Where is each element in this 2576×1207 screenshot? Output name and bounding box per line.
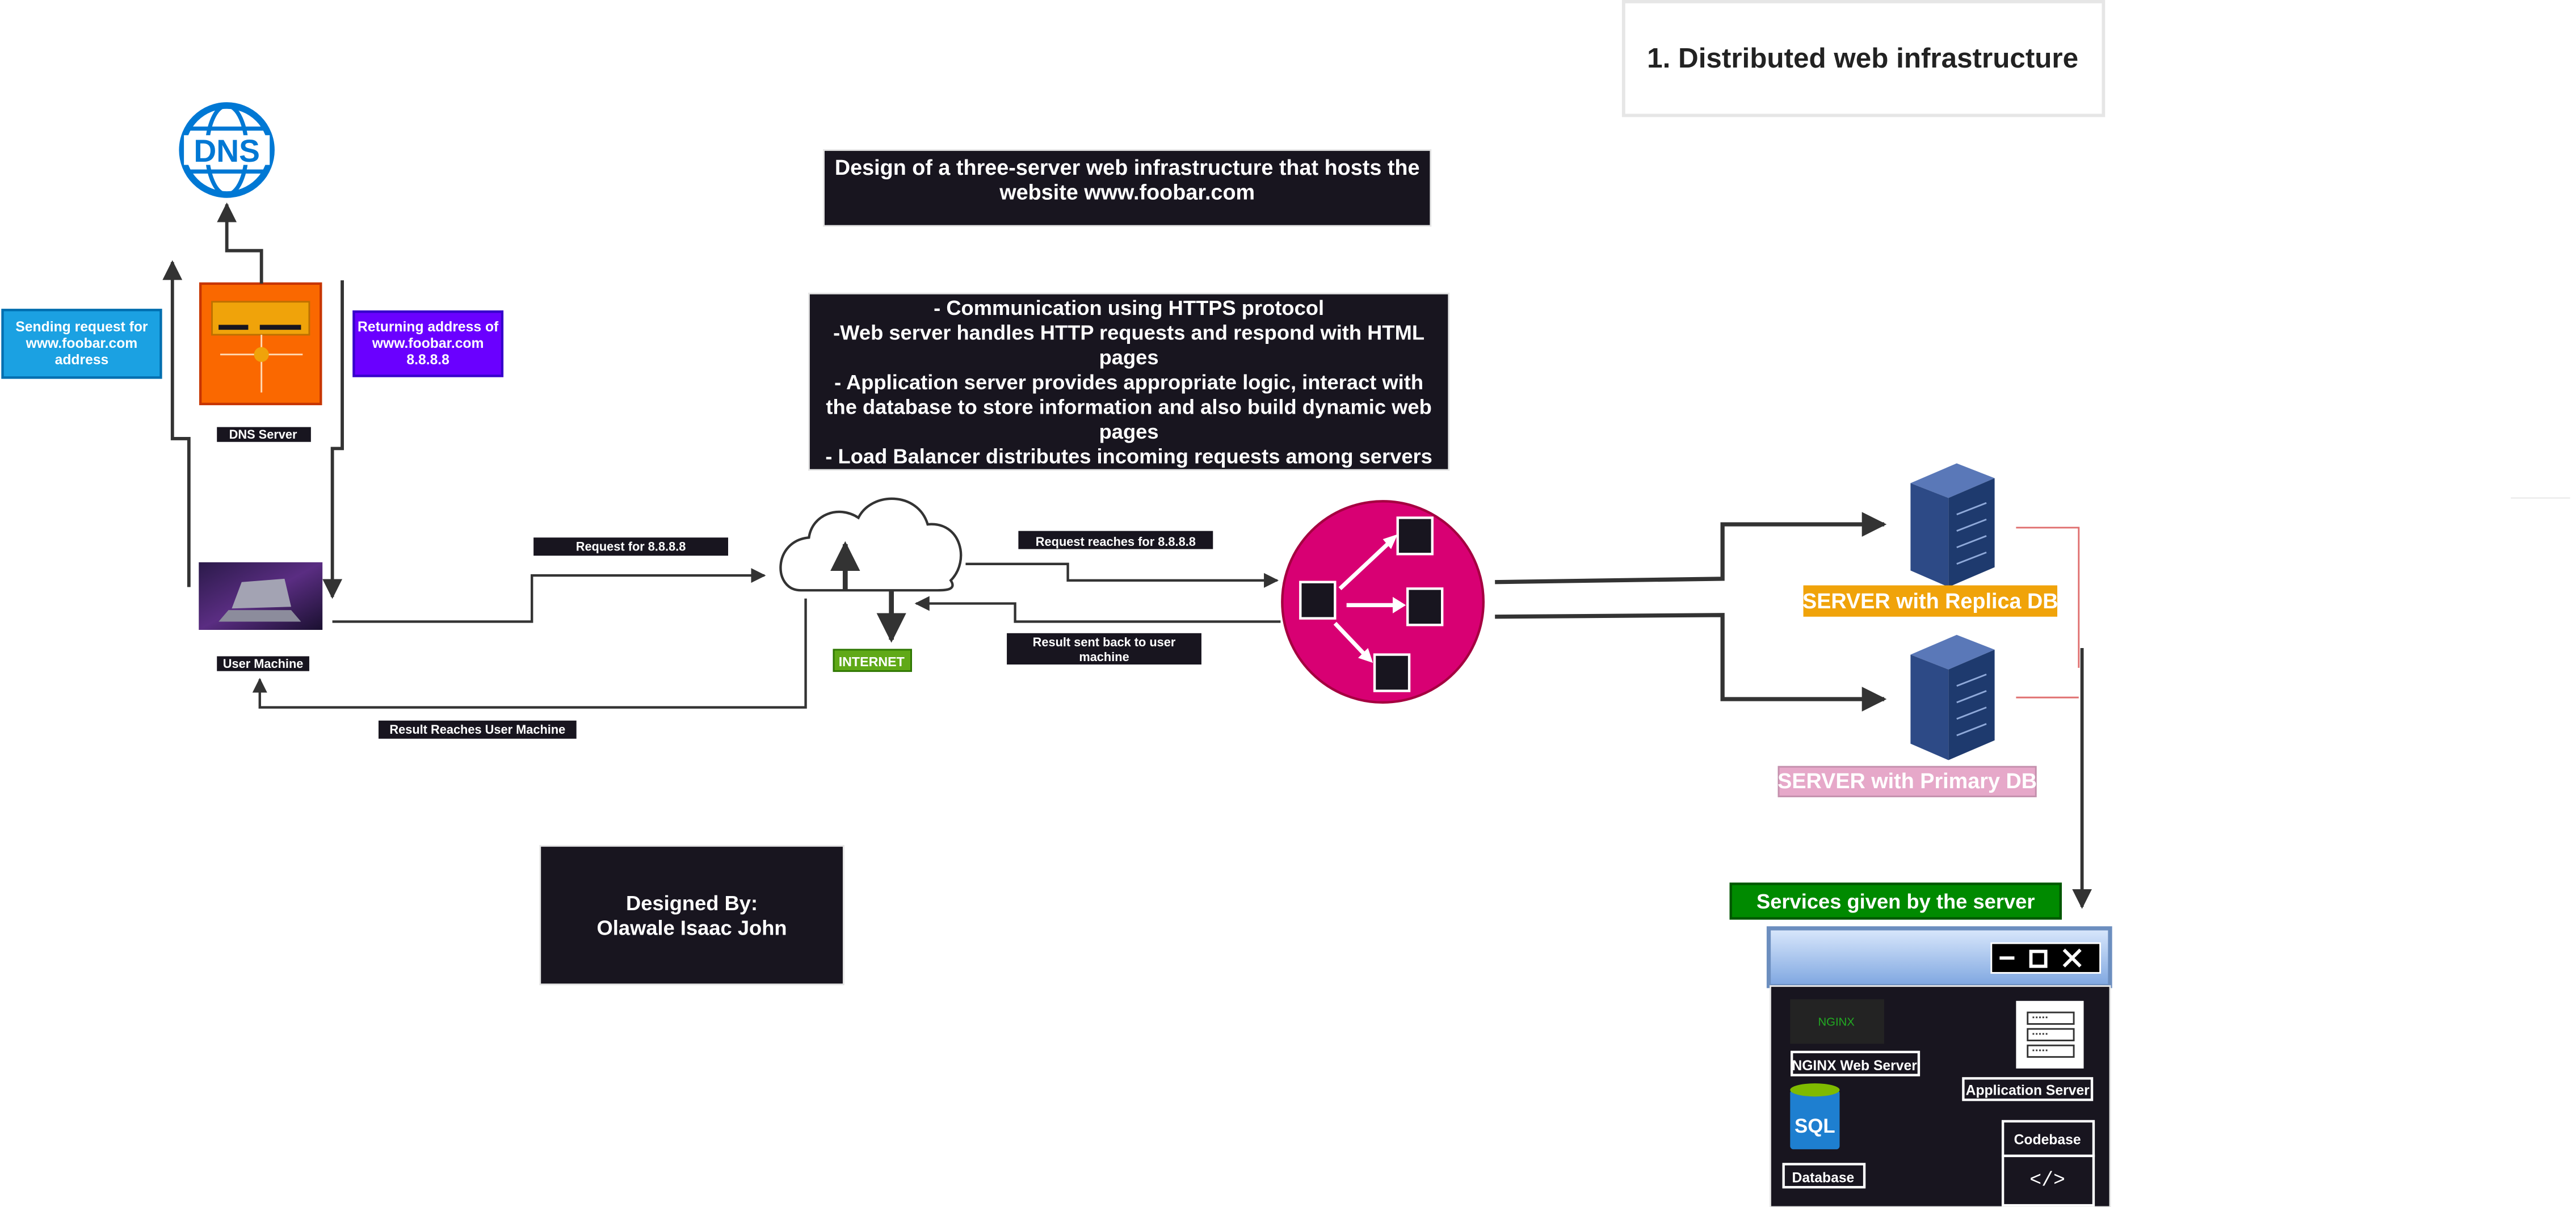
returning-address-box: Returning address of www.foobar.com 8.8.…	[352, 310, 504, 377]
sending-request-line: www.foobar.com	[26, 336, 138, 351]
user-machine-label: User Machine	[223, 657, 304, 671]
dns-server-icon	[199, 282, 322, 406]
credits-box: Designed By: Olawale Isaac John	[539, 845, 844, 986]
request-reaches-label: Request reaches for 8.8.8.8	[1036, 535, 1196, 549]
description-line: - Communication using HTTPS protocol	[934, 296, 1324, 319]
returning-address-line: Returning address of	[358, 319, 499, 335]
app-server-label: Application Server	[1966, 1083, 2090, 1098]
returning-address-line: 8.8.8.8	[406, 352, 449, 368]
returning-address-line: www.foobar.com	[372, 336, 484, 351]
description-line: pages	[1099, 420, 1159, 443]
server-primary-icon	[1910, 634, 1995, 760]
database-label: Database	[1792, 1170, 1855, 1185]
sql-database-icon: SQL	[1790, 1083, 1840, 1150]
sending-request-line: address	[55, 352, 109, 368]
nginx-logo	[1790, 999, 1884, 1044]
lb-to-replica-arrow	[1495, 512, 1887, 584]
title-box: 1. Distributed web infrastructure	[1621, 0, 2106, 117]
server-replica-icon	[1910, 463, 1995, 587]
internet-cloud-icon	[779, 497, 963, 643]
dns-to-user-arrow	[322, 280, 344, 599]
description-line: -Web server handles HTTP requests and re…	[833, 321, 1424, 344]
code-symbol: </>	[2029, 1170, 2065, 1192]
request-reaches-arrow	[965, 562, 1279, 588]
nginx-label: NGINX Web Server	[1792, 1058, 1917, 1074]
result-reaches-arrow	[252, 598, 807, 709]
dns-to-globe-arrow	[217, 202, 263, 284]
laptop-icon	[199, 562, 323, 630]
request-ip-arrow	[332, 568, 766, 623]
description-line: - Application server provides appropriat…	[834, 371, 1423, 394]
dns-server-label: DNS Server	[229, 427, 297, 441]
description-line: the database to store information and al…	[826, 395, 1431, 418]
app-server-icon	[2016, 1000, 2084, 1069]
description-box: - Communication using HTTPS protocol -We…	[808, 292, 1450, 471]
credits-line: Olawale Isaac John	[597, 916, 787, 940]
sql-logo-text: SQL	[1795, 1115, 1835, 1137]
credits-line: Designed By:	[626, 891, 758, 915]
design-heading: Design of a three-server web infrastruct…	[834, 155, 1420, 205]
sending-request-line: Sending request for	[15, 319, 148, 335]
codebase-label: Codebase	[2014, 1133, 2081, 1148]
page-title: 1. Distributed web infrastructure	[1647, 43, 2078, 74]
services-heading: Services given by the server	[1756, 890, 2035, 913]
nginx-logo-text: NGINX	[1818, 1016, 1855, 1028]
lb-to-primary-arrow	[1495, 613, 1887, 712]
server-replica-label: SERVER with Replica DB	[1802, 590, 2058, 613]
code-icon	[2001, 1154, 2095, 1207]
design-heading-box: Design of a three-server web infrastruct…	[823, 149, 1432, 227]
result-sent-arrow	[914, 596, 1281, 623]
load-balancer-icon	[1281, 500, 1485, 704]
request-ip-label: Request for 8.8.8.8	[576, 540, 686, 554]
close-icon[interactable]	[2062, 948, 2082, 968]
description-line: - Load Balancer distributes incoming req…	[825, 445, 1432, 468]
dns-globe-icon: DNS	[179, 102, 275, 198]
dns-icon-text: DNS	[194, 133, 260, 169]
replica-connector	[2016, 527, 2080, 668]
server-primary-label: SERVER with Primary DB	[1777, 769, 2037, 793]
result-sent-line: machine	[1079, 650, 1129, 664]
description-line: pages	[1099, 346, 1159, 369]
sending-request-box: Sending request for www.foobar.com addre…	[1, 309, 162, 379]
result-reaches-label: Result Reaches User Machine	[389, 722, 565, 737]
maximize-icon[interactable]	[2029, 949, 2048, 968]
user-to-dns-arrow	[162, 260, 191, 587]
result-sent-line: Result sent back to user	[1033, 635, 1176, 649]
internet-label: INTERNET	[839, 654, 905, 669]
